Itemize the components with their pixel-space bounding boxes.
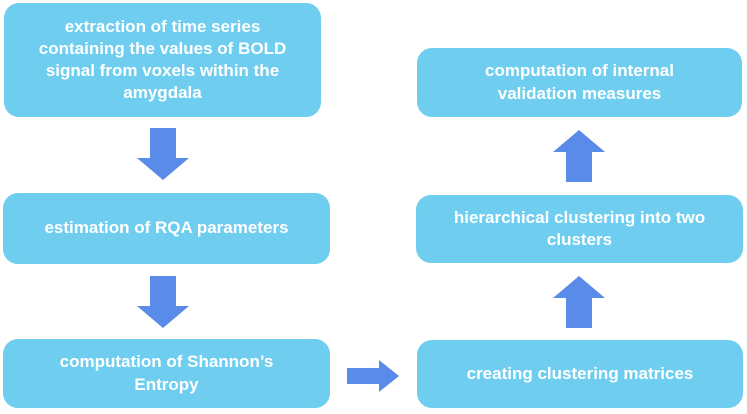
step-rqa-box: estimation of RQA parameters — [3, 193, 330, 264]
step-extraction-label: extraction of time series containing the… — [38, 16, 287, 103]
arrow-up-icon — [553, 276, 605, 328]
arrow-up-icon — [553, 130, 605, 182]
arrow-right-icon — [347, 360, 399, 392]
step-extraction-box: extraction of time series containing the… — [4, 3, 321, 117]
arrow-down-icon — [137, 276, 189, 328]
step-validation-label: computation of internal validation measu… — [485, 61, 674, 103]
step-validation-box: computation of internal validation measu… — [417, 48, 742, 117]
step-clusters-label: hierarchical clustering into two cluster… — [453, 207, 706, 249]
step-entropy-label: computation of Shannon’s Entropy — [59, 352, 274, 394]
arrow-down-icon — [137, 128, 189, 180]
step-clusters-box: hierarchical clustering into two cluster… — [416, 195, 743, 263]
step-matrices-label: creating clustering matrices — [466, 363, 694, 383]
step-rqa-label: estimation of RQA parameters — [44, 218, 289, 238]
step-entropy-box: computation of Shannon’s Entropy — [3, 339, 330, 408]
step-matrices-box: creating clustering matrices — [417, 340, 743, 408]
